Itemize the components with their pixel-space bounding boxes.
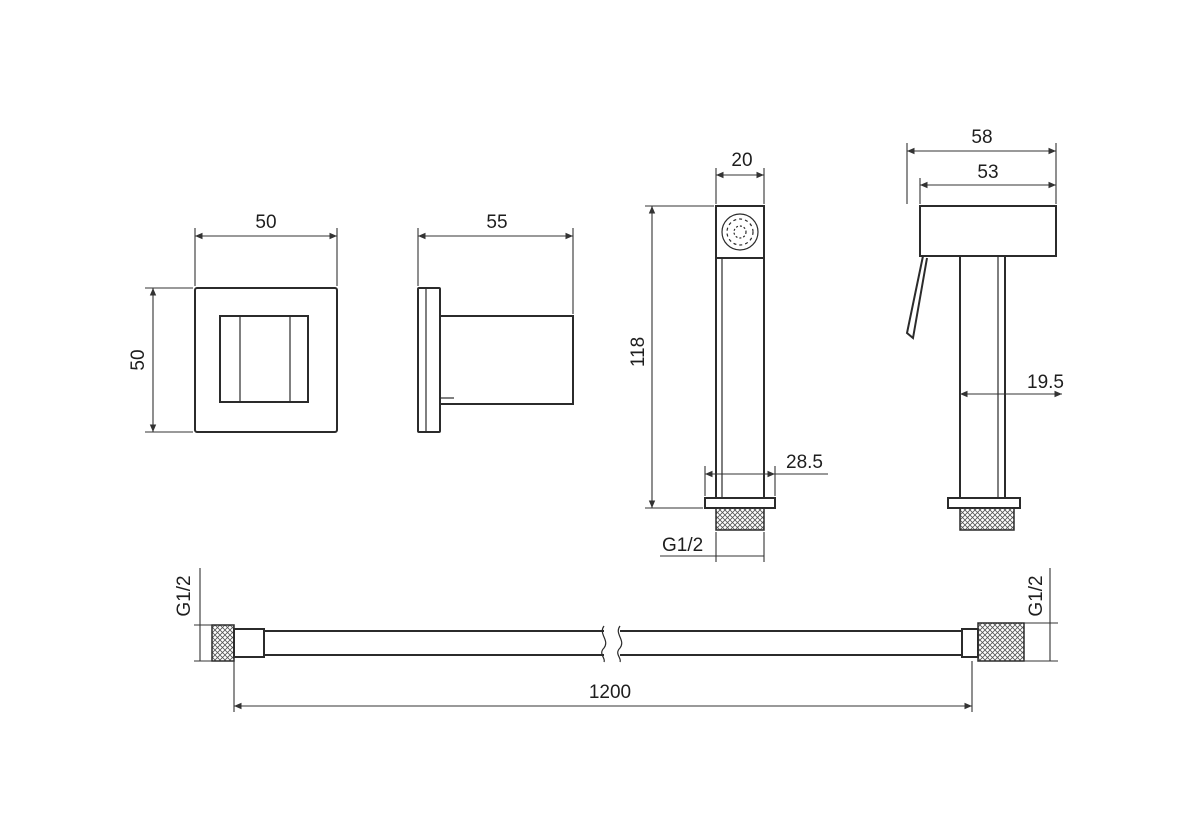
- hose-right-thread-dimension: G1/2: [1024, 568, 1058, 662]
- sprayer-height-dimension: 118: [628, 205, 714, 509]
- sprayer-front-view: [704, 205, 776, 531]
- sprayer-handle-width-label: 19.5: [1027, 372, 1064, 393]
- sprayer-flange-label: 28.5: [786, 452, 823, 473]
- holder-width-label: 50: [255, 212, 276, 233]
- hose: [211, 622, 1025, 663]
- holder-depth-dimension: 55: [417, 212, 574, 314]
- sprayer-thread-dimension: G1/2: [660, 532, 765, 562]
- holder-height-dimension: 50: [128, 287, 193, 433]
- sprayer-total-width-label: 58: [971, 127, 992, 148]
- sprayer-head-width-dimension: 20: [715, 150, 765, 204]
- sprayer-head-length-dimension: 53: [919, 162, 1056, 204]
- hose-left-thread-label: G1/2: [174, 575, 195, 616]
- sprayer-side-view: [905, 205, 1057, 531]
- holder-depth-label: 55: [486, 212, 507, 233]
- sprayer-head-width-label: 20: [731, 150, 752, 171]
- hose-length-dimension: 1200: [233, 661, 973, 712]
- holder-front-view: [194, 287, 338, 433]
- sprayer-height-label: 118: [628, 337, 649, 367]
- sprayer-flange-dimension: 28.5: [704, 452, 828, 496]
- sprayer-handle-width-dimension: 19.5: [960, 372, 1064, 398]
- hose-left-thread-dimension: G1/2: [174, 568, 212, 662]
- holder-width-dimension: 50: [194, 212, 338, 286]
- sprayer-thread-label: G1/2: [662, 535, 703, 556]
- holder-height-label: 50: [128, 349, 149, 370]
- holder-side-view: [417, 287, 574, 433]
- sprayer-head-length-label: 53: [977, 162, 998, 183]
- sprayer-total-width-dimension: 58: [906, 127, 1057, 204]
- hose-right-thread-label: G1/2: [1026, 575, 1047, 616]
- hose-length-label: 1200: [589, 682, 631, 703]
